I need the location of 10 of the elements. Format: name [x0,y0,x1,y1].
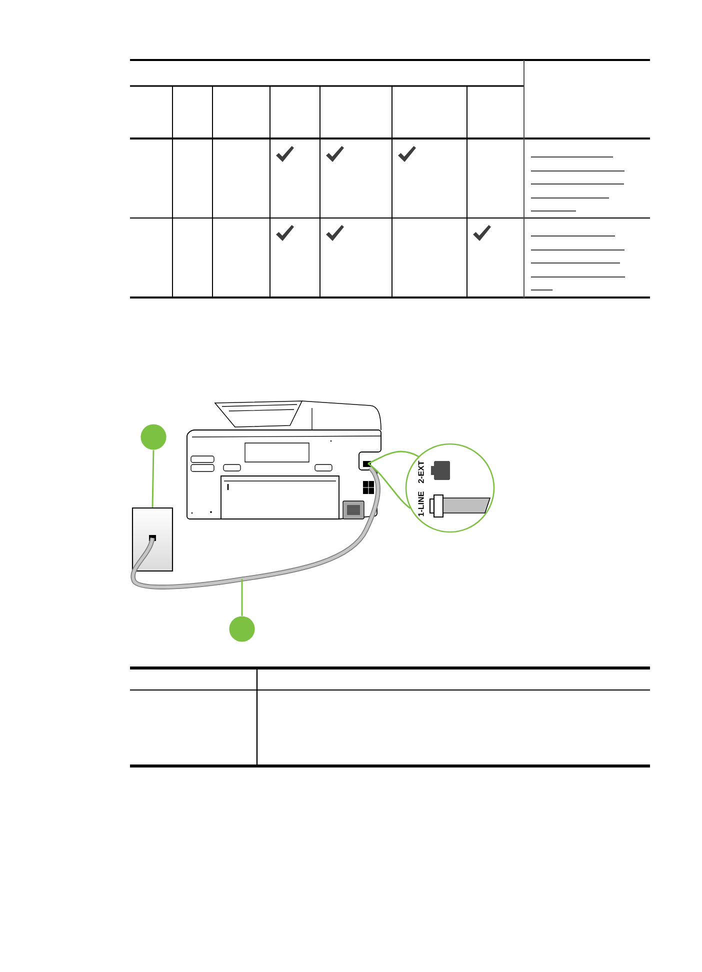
printer-drawing [186,400,382,520]
leader-line [241,579,243,616]
port-label: 1-LINE [418,492,424,516]
wall-jack [132,507,174,572]
callout-circle [140,424,166,450]
magnifier-line [367,450,420,510]
phone-cord [130,466,380,590]
port-label: 2-EXT [418,460,424,484]
callout-circle [229,616,255,642]
leader-line [152,450,154,508]
